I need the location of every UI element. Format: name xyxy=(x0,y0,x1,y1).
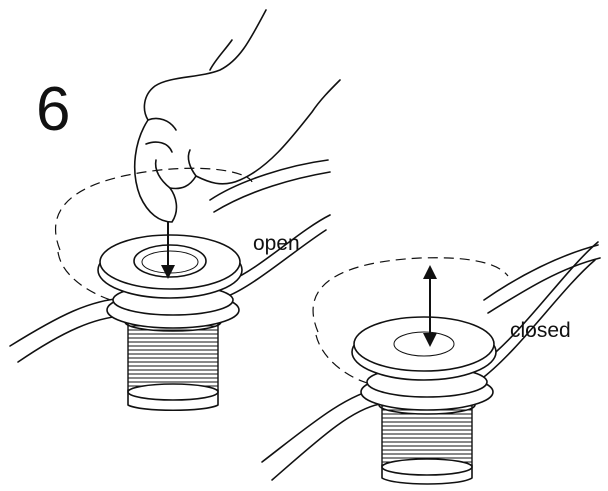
hand-illustration xyxy=(133,9,341,223)
closed-drain-assembly xyxy=(261,241,601,485)
sink-edge xyxy=(9,297,126,347)
open-label: open xyxy=(253,232,300,255)
basin-outline-dashed-closed xyxy=(312,257,509,333)
drain-thread-body xyxy=(127,321,219,391)
closed-label: closed xyxy=(510,319,571,342)
step-number: 6 xyxy=(36,75,70,144)
popup-stopper xyxy=(133,244,207,278)
lock-nut xyxy=(127,383,219,401)
open-drain-assembly xyxy=(9,9,341,412)
basin-outline-dashed xyxy=(54,167,253,251)
